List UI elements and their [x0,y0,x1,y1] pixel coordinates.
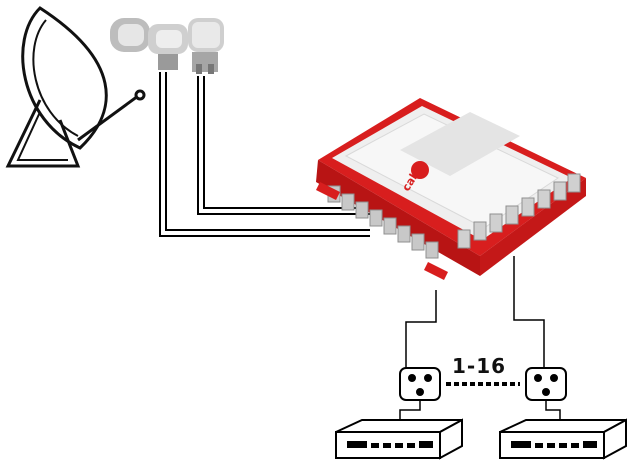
range-label: 1-16 [452,354,507,378]
wall-socket-icon [399,367,441,401]
wall-socket-icon [525,367,567,401]
set-top-box-icon [335,418,463,460]
lnb-cables [159,72,370,237]
receiver-cables [399,400,561,426]
satellite-dish-icon [5,6,146,168]
output-cables [405,256,545,372]
multiswitch-icon: cabi [316,98,586,280]
lnb-icon [110,18,224,74]
set-top-box-icon [499,418,627,460]
